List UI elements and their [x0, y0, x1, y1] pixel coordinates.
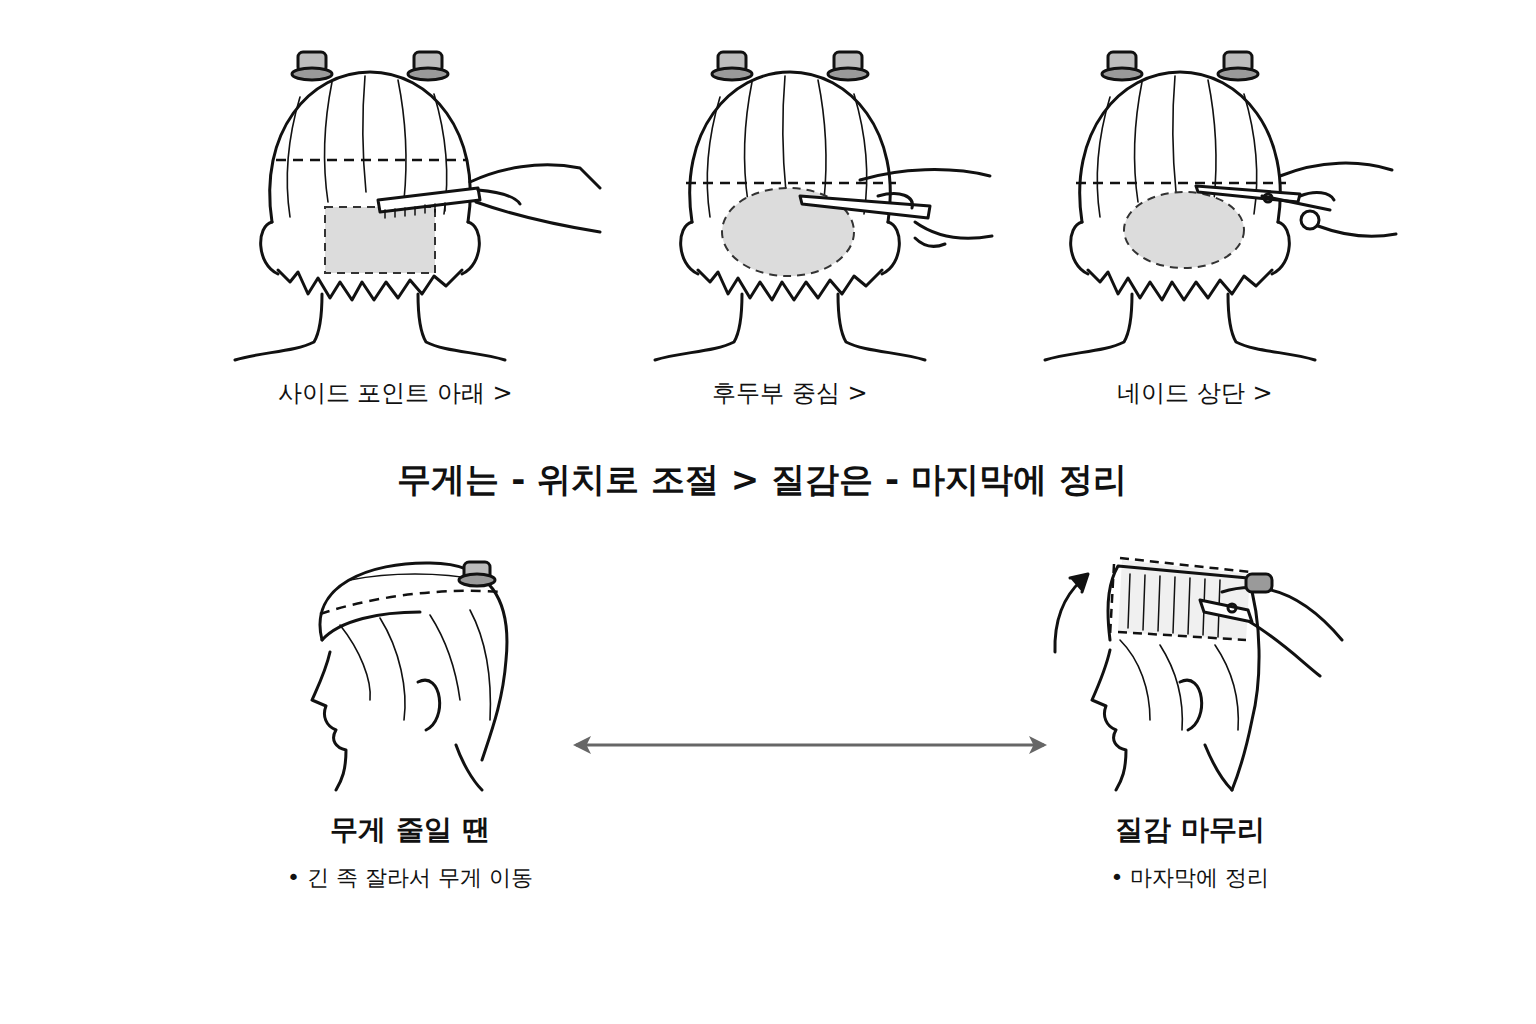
panel-heading: 질감 마무리 [1115, 811, 1265, 849]
figure-panel: 질감 마무리 • 마자막에 정리 [1060, 560, 1320, 905]
step-caption: 사이드 포인트 아래 > [278, 377, 513, 409]
step-caption: 네이드 상단 > [1117, 377, 1272, 409]
section-title: 무게는 - 위치로 조절 > 질감은 - 마지막에 정리 [397, 457, 1126, 503]
figure-panel: 무게 줄일 땐 • 긴 족 잘라서 무게 이동 [260, 560, 560, 905]
panel-note: • 마자막에 정리 [1111, 863, 1270, 893]
panel-note: • 긴 족 잘라서 무게 이동 [287, 863, 533, 893]
double-arrow [576, 744, 1044, 747]
step-caption: 후두부 중심 > [712, 377, 867, 409]
panel-heading: 무게 줄일 땐 [330, 811, 490, 849]
